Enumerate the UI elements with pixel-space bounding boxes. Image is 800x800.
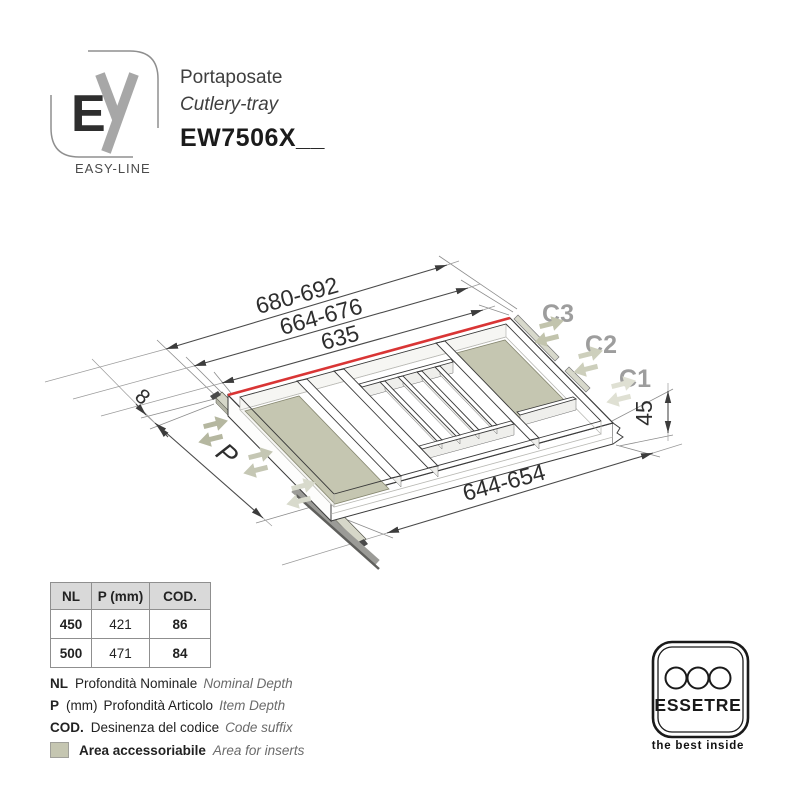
table-header-row: NL P (mm) COD. [50, 582, 211, 610]
easyline-logo: E EASY-LINE [50, 50, 159, 176]
three-circles-icon [664, 666, 732, 690]
legend-text-en: Item Depth [219, 698, 286, 713]
logo-letter-y-icon [95, 72, 139, 154]
right-rail-tabs [513, 314, 591, 393]
product-name-en: Cutlery-tray [180, 93, 279, 115]
dimension-lines [135, 264, 672, 534]
cell-p: 421 [91, 609, 150, 639]
table-row: 500 471 84 [50, 638, 211, 668]
col-header-cod: COD. [149, 582, 211, 610]
col-header-p: P (mm) [91, 582, 150, 610]
divider-wall [516, 396, 578, 416]
cell-p: 471 [91, 638, 150, 668]
cell-cod: 84 [149, 638, 211, 668]
logo-frame-arc-top [88, 50, 159, 128]
cell-cod: 86 [149, 609, 211, 639]
legend-term: COD. [50, 720, 84, 735]
cutlery-tray-drawing [226, 316, 624, 523]
legend-item-nl: NL Profondità Nominale Nominal Depth [50, 676, 304, 691]
legend-text-it: Area accessoriabile [79, 742, 206, 758]
legend: NL Profondità Nominale Nominal Depth P (… [50, 676, 304, 765]
spec-table: NL P (mm) COD. 450 421 86 500 471 84 [50, 582, 211, 668]
essetre-logo: ESSETRE the best inside [651, 640, 750, 752]
dim-depth: P [210, 437, 243, 471]
logo-tagline: EASY-LINE [75, 161, 151, 176]
legend-text-it: Profondità Nominale [75, 676, 198, 691]
legend-text-it: Desinenza del codice [90, 720, 220, 735]
table-row: 450 421 86 [50, 609, 211, 639]
brand-name: ESSETRE [654, 695, 741, 715]
logo-letter-e: E [71, 85, 106, 143]
dim-height: 45 [631, 400, 657, 426]
legend-text-en: Code suffix [225, 720, 293, 735]
insert-area-swatch [50, 742, 69, 758]
cell-nl: 500 [50, 638, 92, 668]
product-code: EW7506X__ [180, 123, 325, 152]
dim-rail: 8 [130, 385, 154, 410]
legend-text-it: Profondità Articolo [103, 698, 214, 713]
product-titles: Portaposate Cutlery-tray EW7506X__ [180, 66, 325, 154]
legend-item-cod: COD. Desinenza del codice Code suffix [50, 720, 304, 735]
legend-item-p: P (mm) Profondità Articolo Item Depth [50, 698, 304, 713]
legend-text-en: Area for inserts [212, 742, 305, 758]
legend-term: NL [50, 676, 68, 691]
product-name-it: Portaposate [180, 67, 283, 88]
front-right-notch [612, 422, 624, 445]
logo-frame-arc-bottom [50, 95, 133, 158]
legend-term: P [50, 698, 60, 713]
cell-nl: 450 [50, 609, 92, 639]
legend-text-en: Nominal Depth [203, 676, 293, 691]
legend-term-suffix: (mm) [66, 698, 98, 713]
legend-item-insert-area: Area accessoriabile Area for inserts [50, 742, 304, 758]
divider-wall [418, 420, 515, 450]
brand-tagline: the best inside [652, 740, 745, 752]
col-header-nl: NL [50, 582, 92, 610]
